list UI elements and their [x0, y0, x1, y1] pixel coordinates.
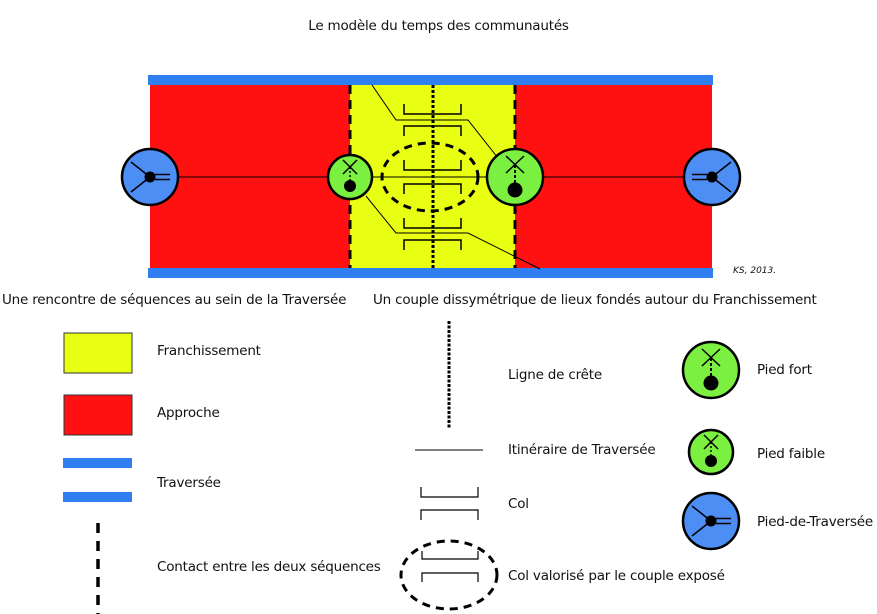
legend-label-ligne-de-crete: Ligne de crête: [508, 367, 602, 383]
itinerary-lines: [150, 84, 710, 270]
zone-approche-right: [515, 80, 712, 270]
legend-pied-faible-icon: [687, 428, 735, 476]
legend-valued-col: [399, 539, 499, 611]
legend-pied-de-traversee-icon: [681, 491, 741, 551]
legend-label-pied-faible: Pied faible: [757, 446, 825, 462]
col-bracket: [403, 160, 462, 171]
itinerary-lower: [365, 195, 541, 270]
credit: KS, 2013.: [733, 266, 777, 276]
col-bracket: [403, 125, 462, 136]
cols: [403, 104, 462, 250]
itinerary-upper: [371, 84, 499, 159]
legend-label-approche: Approche: [157, 405, 220, 421]
pied-fort-icon: [485, 147, 545, 207]
legend-label-traversee: Traversée: [157, 475, 221, 491]
legend-traversee-bar: [63, 458, 132, 468]
pied-de-traversee-icon: [682, 147, 742, 207]
legend-label-col: Col: [508, 496, 529, 512]
legend-swatch-franchissement: [63, 332, 133, 374]
pied-de-traversee-icon: [120, 147, 180, 207]
legend-pied-fort-icon: [681, 340, 741, 400]
diagram-title: Le modèle du temps des communautés: [308, 18, 569, 34]
col-bracket: [403, 218, 462, 229]
col-bracket: [403, 104, 462, 115]
valued-col-ellipse: [380, 141, 480, 213]
pied-faible-icon: [326, 153, 374, 201]
legend-label-pied-fort: Pied fort: [757, 362, 812, 378]
traversee-bar-bottom: [148, 268, 713, 278]
legend-label-franchissement: Franchissement: [157, 343, 261, 359]
legend-swatch-approche: [63, 394, 133, 436]
legend-label-contact: Contact entre les deux séquences: [157, 559, 381, 575]
col-bracket: [403, 183, 462, 194]
legend-col: [420, 487, 479, 520]
legend-label-itineraire: Itinéraire de Traversée: [508, 442, 656, 458]
col-bracket: [403, 239, 462, 250]
legend-traversee-bar: [63, 492, 132, 502]
traversee-bar-top: [148, 75, 713, 85]
legend-label-pied-de-traversee: Pied-de-Traversée: [757, 514, 874, 530]
zone-approche-left: [150, 80, 350, 270]
legend-right-heading: Un couple dissymétrique de lieux fondés …: [373, 292, 817, 308]
legend-left-heading: Une rencontre de séquences au sein de la…: [2, 292, 347, 308]
legend-label-col-valorise: Col valorisé par le couple exposé: [508, 568, 725, 584]
